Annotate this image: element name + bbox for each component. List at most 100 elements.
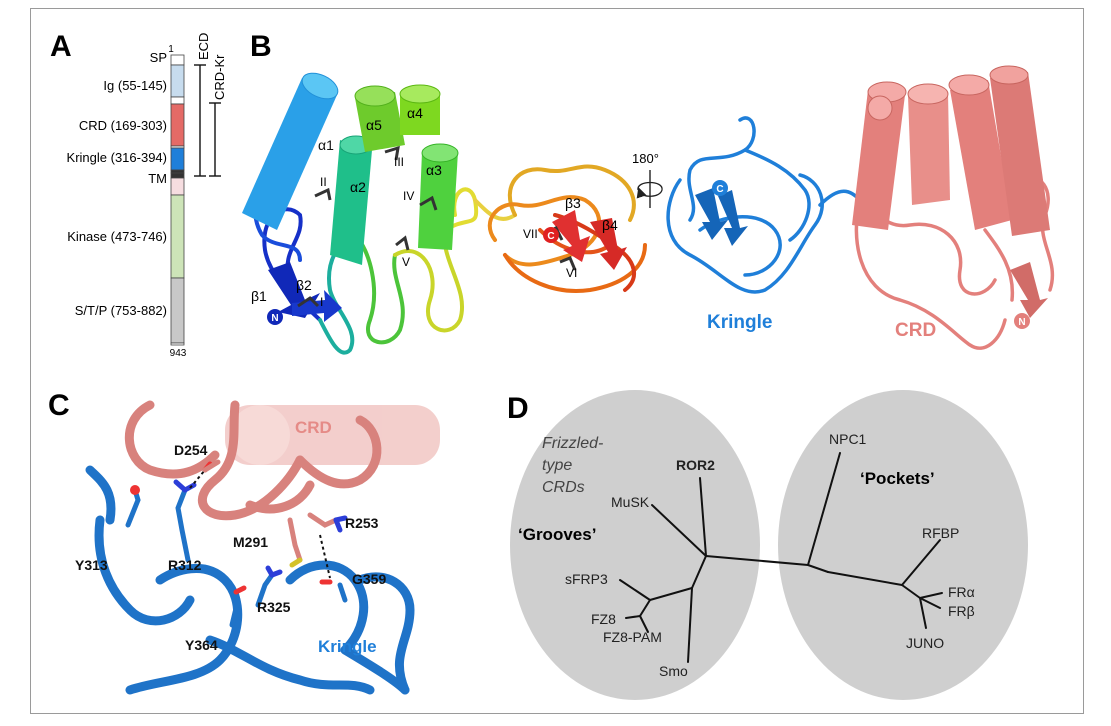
strand-b1-label: β1: [251, 288, 267, 304]
pockets-ellipse: [778, 390, 1028, 700]
crd-n-badge: N: [1014, 313, 1030, 329]
helix-a1-label: α1: [318, 137, 334, 153]
crd-label: CRD: [895, 320, 936, 341]
frizzled-line-2: type: [542, 457, 572, 474]
panel-c: C CRD: [48, 389, 440, 695]
residue-y364: Y364: [185, 637, 218, 653]
helix-a3-label: α3: [426, 162, 442, 178]
domain-label: S/T/P (753-882): [75, 303, 167, 318]
panel-a-letter: A: [50, 30, 72, 63]
domain-label: Kinase (473-746): [67, 229, 167, 244]
domain-segment: [170, 103, 185, 147]
crd-n-label: N: [1018, 317, 1025, 328]
crd-kr-label: CRD-Kr: [212, 54, 227, 100]
domain-label: Kringle (316-394): [67, 150, 167, 165]
domain-label: SP: [150, 50, 167, 65]
domain-segment: [170, 172, 185, 179]
domain-top-number: 1: [168, 44, 174, 55]
residue-y313: Y313: [75, 557, 108, 573]
leaf-smo: Smo: [659, 663, 688, 679]
helix-a4: α4: [399, 84, 441, 135]
leaf-ror2: ROR2: [676, 457, 715, 473]
kringle-strand-2: [718, 190, 748, 246]
leaf-fz8: FZ8: [591, 611, 616, 627]
disulfide-vii: VII: [523, 227, 538, 241]
crd-kr-bracket: CRD-Kr: [209, 54, 227, 177]
c-terminus-badge: C: [543, 227, 559, 243]
residue-labels: D254 R253 M291 Y313 R312 G359 R325 Y364: [75, 442, 386, 653]
ecd-bracket: ECD: [194, 33, 211, 177]
panel-b: B α1 α2 α5: [242, 30, 1055, 355]
ecd-label: ECD: [196, 33, 211, 60]
domain-label: Ig (55-145): [103, 78, 167, 93]
helix-a4-label: α4: [407, 105, 423, 121]
pockets-title: ‘Pockets’: [860, 469, 935, 488]
domain-segment: [170, 147, 185, 171]
leaf-npc1: NPC1: [829, 431, 867, 447]
leaf-sfrp3: sFRP3: [565, 571, 608, 587]
disulfide-v: V: [402, 255, 410, 269]
residue-g359: G359: [352, 571, 386, 587]
residue-d254: D254: [174, 442, 208, 458]
domain-diagram: SP Ig (55-145) CRD (169-303) Kringle (316-3…: [67, 50, 185, 346]
strands: β1 β2 β3 β4: [251, 195, 627, 322]
rotation-icon: 180°: [632, 151, 663, 208]
leaf-fz8-pam: FZ8-PAM: [603, 629, 662, 645]
disulfide-iv: IV: [403, 189, 414, 203]
c-terminus-label: C: [547, 231, 554, 242]
domain-segment: [170, 194, 185, 279]
crd-strand: [1010, 262, 1048, 318]
helix-a5-label: α5: [366, 117, 382, 133]
leaf-fr-alpha: FRα: [948, 584, 975, 600]
kringle-label: Kringle: [707, 312, 772, 333]
crd-closeup-loops: [124, 400, 382, 521]
domain-label: TM: [148, 171, 167, 186]
phylogenetic-tree: [619, 452, 943, 663]
panel-d: D NPC1 ROR2 MuSK sFRP3: [507, 390, 1028, 700]
residue-r325: R325: [257, 599, 291, 615]
closeup-kringle-label: Kringle: [318, 637, 377, 656]
domain-segment: [170, 96, 185, 105]
domain-bottom-number: 943: [170, 348, 187, 359]
kringle-strand-1: [695, 188, 728, 240]
residue-m291: M291: [233, 534, 268, 550]
helix-a3: α3: [418, 143, 459, 250]
disulfide-labels: I II III IV V VI VII: [320, 155, 577, 309]
helix-a5: α5: [354, 85, 405, 152]
disulfide-iii: III: [394, 155, 404, 169]
frizzled-caption: Frizzled- type CRDs: [542, 435, 603, 496]
panel-c-letter: C: [48, 389, 70, 422]
kringle-c-label: C: [716, 184, 723, 195]
helix-a2-label: α2: [350, 179, 366, 195]
kringle-ribbon: [666, 116, 862, 294]
n-terminus-label: N: [271, 313, 278, 324]
rotation-label: 180°: [632, 151, 659, 166]
closeup-crd-label: CRD: [295, 418, 332, 437]
residue-r312: R312: [168, 557, 202, 573]
disulfide-vi: VI: [566, 266, 577, 280]
crd-faded-helix: [225, 405, 440, 465]
strand-b4-label: β4: [602, 217, 618, 233]
domain-label: CRD (169-303): [79, 118, 167, 133]
domain-segment: [170, 54, 185, 66]
domain-segment: [170, 277, 185, 344]
n-terminus-badge: N: [267, 309, 283, 325]
disulfide-ii: II: [320, 175, 327, 189]
domain-segment: [170, 64, 185, 98]
disulfide-i: I: [320, 295, 323, 309]
domain-segment: [170, 169, 185, 174]
tree-leaf-labels: NPC1 ROR2 MuSK sFRP3 FZ8 FZ8-PAM Smo RFB…: [565, 431, 975, 679]
kringle-c-badge: C: [712, 180, 728, 196]
panel-d-letter: D: [507, 392, 529, 425]
strand-b2-label: β2: [296, 277, 312, 293]
kringle-closeup-loops: [85, 465, 415, 695]
frizzled-line-3: CRDs: [542, 479, 585, 496]
leaf-juno: JUNO: [906, 635, 944, 651]
hydrogen-bonds: [189, 469, 331, 579]
helix-a1: α1: [242, 72, 339, 230]
leaf-fr-beta: FRβ: [948, 603, 975, 619]
domain-segment: [170, 177, 185, 196]
panel-b-letter: B: [250, 30, 272, 63]
leaf-rfbp: RFBP: [922, 525, 959, 541]
